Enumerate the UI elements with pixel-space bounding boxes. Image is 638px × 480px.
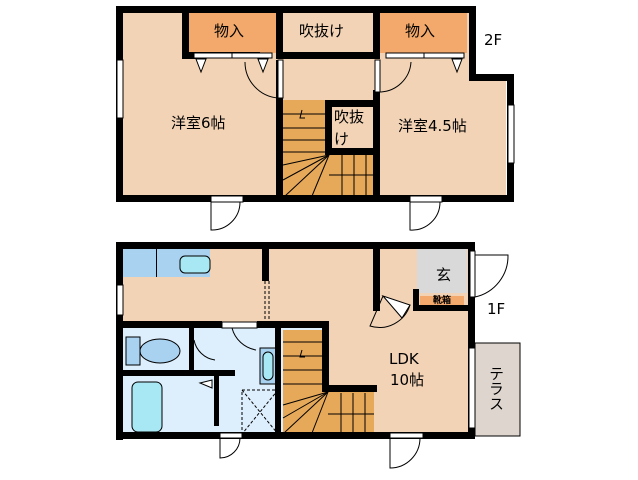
terrace-label: テラス — [487, 366, 505, 411]
void-stair-label: 吹抜 — [334, 108, 365, 126]
stairs-2f — [283, 100, 329, 196]
western-room-4-5-label: 洋室4.5帖 — [398, 117, 467, 135]
western-room-6-label: 洋室6帖 — [171, 114, 226, 132]
shoe-box-label: 靴箱 — [433, 296, 452, 306]
floor-1-plan — [116, 242, 521, 469]
storage-right — [380, 12, 467, 53]
floor-1-label: 1F — [487, 300, 506, 318]
void-stair-label-2: け — [334, 130, 350, 148]
storage-right-label: 物入 — [405, 22, 436, 40]
storage-left — [189, 12, 276, 53]
ldk-label: LDK — [389, 350, 419, 368]
ldk-size-label: 10帖 — [390, 371, 425, 389]
shoe-box — [420, 296, 464, 306]
entrance-label: 玄 — [436, 266, 452, 284]
stairs-1f — [283, 330, 328, 433]
floor-2-label: 2F — [484, 31, 503, 49]
entrance-floor — [417, 248, 467, 293]
void-top-label: 吹抜け — [299, 22, 345, 40]
floor-2-plan — [116, 6, 515, 231]
storage-left-label: 物入 — [214, 22, 245, 40]
